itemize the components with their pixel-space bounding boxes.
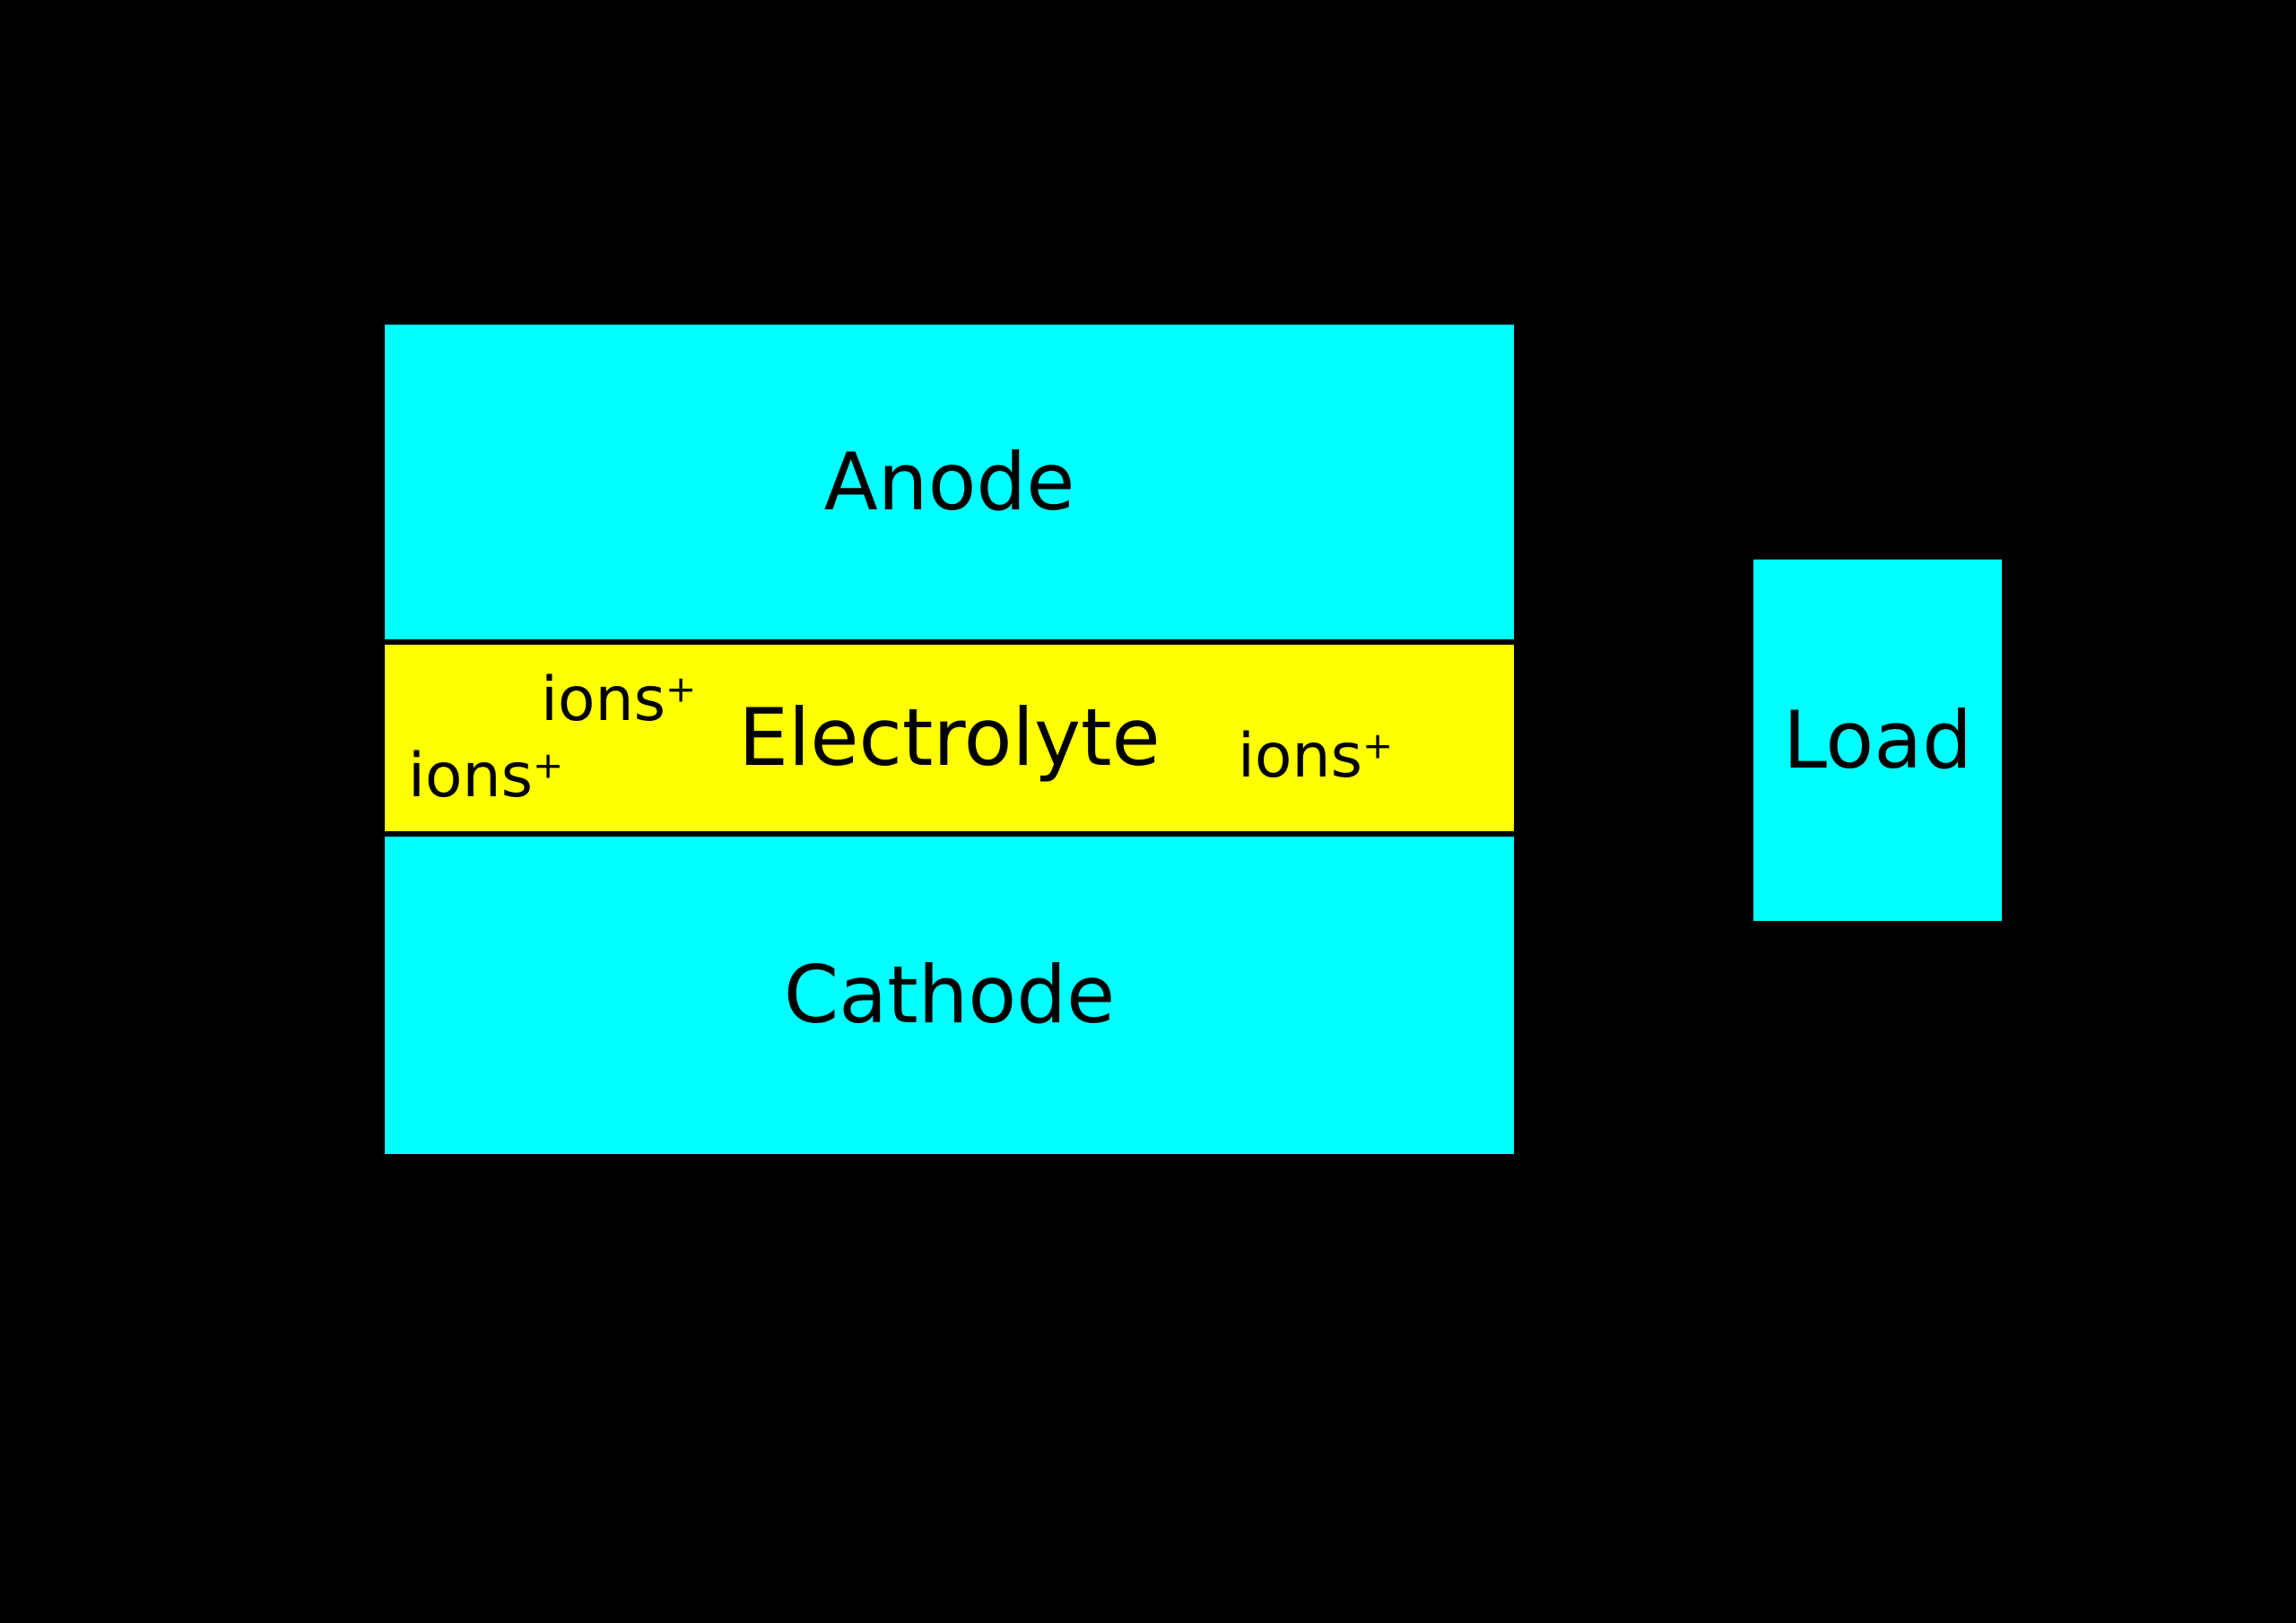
ion-label-text: ions <box>1238 721 1363 792</box>
load-box: Load <box>1753 560 2002 921</box>
cathode-region: Cathode <box>385 837 1514 1154</box>
ion-label-upper: ions+ <box>541 670 696 731</box>
anode-label: Anode <box>823 435 1075 528</box>
ion-plus-superscript: + <box>665 667 697 711</box>
cathode-label: Cathode <box>783 949 1116 1041</box>
ion-plus-superscript: + <box>533 743 564 787</box>
electrolyte-label: Electrolyte <box>738 691 1161 784</box>
load-label: Load <box>1782 693 1973 786</box>
ion-label-right: ions+ <box>1238 726 1393 787</box>
electrolyte-region: Electrolyte ions+ ions+ ions+ <box>385 645 1514 831</box>
cell-stack: Anode Electrolyte ions+ ions+ ions+ Cath… <box>385 325 1514 1154</box>
anode-region: Anode <box>385 325 1514 639</box>
ion-label-left: ions+ <box>408 746 563 807</box>
ion-plus-superscript: + <box>1362 724 1394 768</box>
ion-label-text: ions <box>541 664 666 735</box>
electrolyte-cathode-separator <box>385 831 1514 837</box>
anode-electrolyte-separator <box>385 639 1514 645</box>
ion-label-text: ions <box>408 741 534 812</box>
